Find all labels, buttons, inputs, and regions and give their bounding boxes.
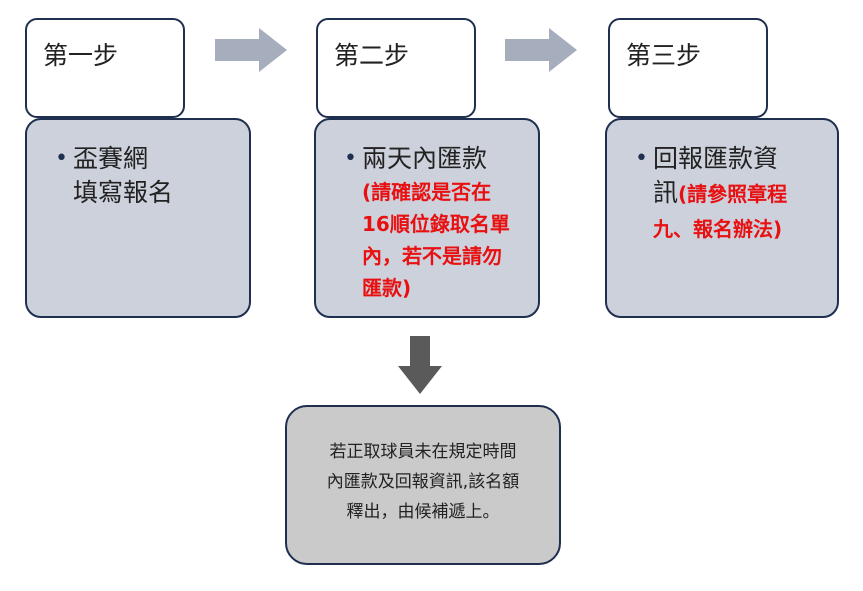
step3-bullet-item: • 回報匯款資 訊(請參照章程 九、報名辦法) bbox=[635, 142, 827, 245]
step3-content-box: • 回報匯款資 訊(請參照章程 九、報名辦法) bbox=[605, 118, 839, 318]
step2-title: 第二步 bbox=[334, 41, 410, 70]
step3-note-inline: (請參照章程 bbox=[678, 182, 788, 206]
step2-note-line: 16順位錄取名單 bbox=[362, 212, 510, 236]
step3-title-box: 第三步 bbox=[608, 18, 768, 118]
step3-line1: 回報匯款資 bbox=[653, 144, 779, 173]
step1-bullet-item: • 盃賽網 填寫報名 bbox=[55, 142, 239, 210]
step2-bullet-item: • 兩天內匯款 (請確認是否在 16順位錄取名單 內，若不是請勿 匯款) bbox=[344, 142, 528, 304]
step1-content-box: • 盃賽網 填寫報名 bbox=[25, 118, 251, 318]
down-arrow-icon bbox=[398, 336, 442, 394]
step3-line2: 訊(請參照章程 bbox=[653, 176, 787, 213]
step2-content-box: • 兩天內匯款 (請確認是否在 16順位錄取名單 內，若不是請勿 匯款) bbox=[314, 118, 540, 318]
bullet-icon: • bbox=[635, 146, 648, 171]
bullet-icon: • bbox=[55, 146, 68, 171]
note-box: 若正取球員未在規定時間 內匯款及回報資訊,該名額 釋出，由候補遞上。 bbox=[285, 405, 561, 565]
step1-title-box: 第一步 bbox=[25, 18, 185, 118]
note-line: 若正取球員未在規定時間 bbox=[329, 442, 517, 462]
step1-line2: 填寫報名 bbox=[73, 178, 174, 207]
step2-line1: 兩天內匯款 bbox=[362, 144, 488, 173]
step2-note-line: (請確認是否在 bbox=[362, 180, 492, 204]
step1-title: 第一步 bbox=[43, 41, 119, 70]
note-line: 內匯款及回報資訊,該名額 bbox=[326, 472, 520, 492]
bullet-icon: • bbox=[344, 146, 357, 171]
step3-title: 第三步 bbox=[626, 41, 702, 70]
note-line: 釋出，由候補遞上。 bbox=[346, 502, 500, 522]
step2-note-line: 內，若不是請勿 bbox=[362, 244, 502, 268]
step2-title-box: 第二步 bbox=[316, 18, 476, 118]
step2-note-line: 匯款) bbox=[362, 276, 412, 300]
step3-note-line: 九、報名辦法) bbox=[653, 217, 783, 241]
right-arrow-icon bbox=[505, 28, 577, 72]
step3-line2-prefix: 訊 bbox=[653, 178, 679, 207]
right-arrow-icon bbox=[215, 28, 287, 72]
step1-line1: 盃賽網 bbox=[73, 144, 149, 173]
